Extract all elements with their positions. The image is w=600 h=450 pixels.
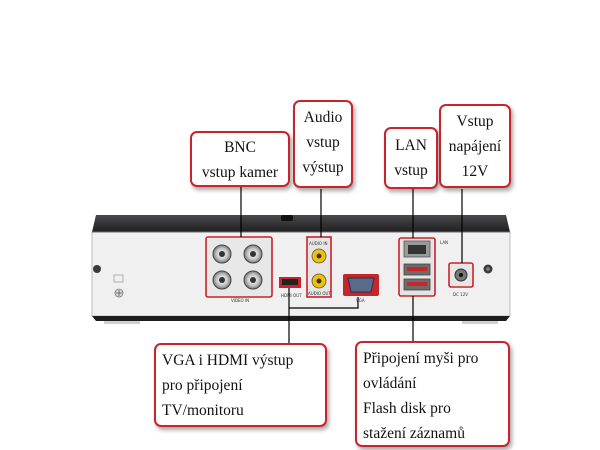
lan-label: LAN	[440, 240, 448, 245]
power-callout: Vstup napájení 12V	[439, 104, 511, 188]
hdmi-port: HDMI OUT	[279, 277, 302, 298]
bnc-connector-group: VIDEO IN	[205, 236, 273, 303]
audio-rca-group: AUDIO IN AUDIO OUT	[306, 236, 332, 298]
dc-power-group: DC 12V	[448, 262, 474, 297]
audio-in-label: AUDIO IN	[309, 241, 328, 246]
vga-port: VGA	[343, 274, 379, 303]
bnc-callout: BNC vstup kamer	[190, 131, 290, 187]
chassis-bottom	[92, 316, 510, 321]
chassis-top	[92, 215, 510, 232]
vga-hdmi-callout: VGA i HDMI výstup pro připojení TV/monit…	[154, 343, 327, 427]
audio-callout: Audio vstup výstup	[293, 100, 353, 188]
side-screw-left	[93, 265, 101, 273]
rear-face	[91, 231, 511, 317]
bnc-connector-icon	[212, 244, 263, 290]
video-in-label: VIDEO IN	[231, 298, 249, 303]
leader-lines	[240, 186, 463, 344]
chassis-top-notch	[281, 215, 293, 221]
hdmi-out-label: HDMI OUT	[281, 293, 302, 298]
audio-out-label: AUDIO OUT	[308, 291, 331, 296]
dc-12v-label: DC 12V	[453, 292, 468, 297]
lan-callout: LAN vstup	[384, 127, 438, 189]
vga-label: VGA	[356, 298, 365, 303]
usb-callout: Připojení myši pro ovládání Flash disk p…	[355, 341, 510, 447]
lan-usb-group: LAN	[398, 237, 448, 297]
